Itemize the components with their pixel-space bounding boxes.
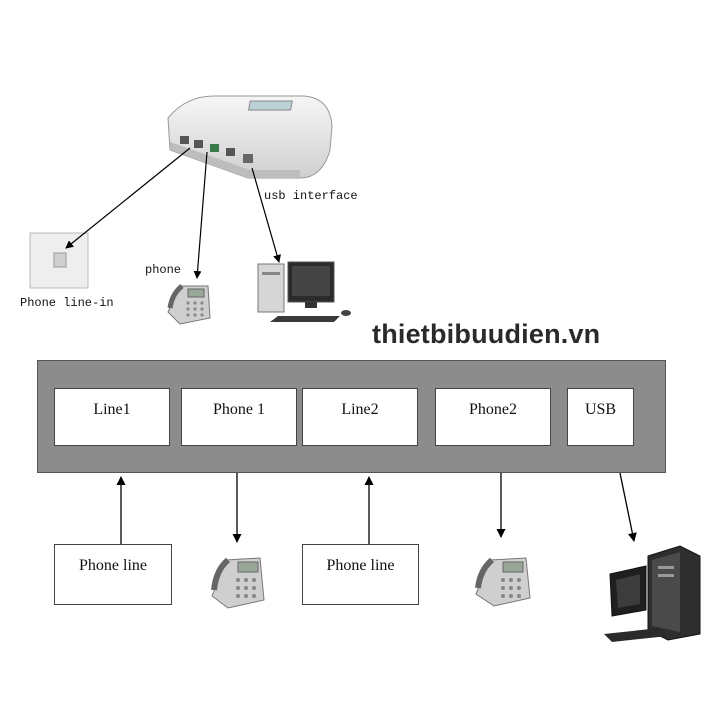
phone-line-box-1: Phone line [54, 544, 172, 605]
port-line1: Line1 [54, 388, 170, 446]
desk-phone-icon [475, 557, 531, 607]
arrow-phone [193, 151, 208, 279]
phone-line-box-2: Phone line [302, 544, 419, 605]
phone-line-in-label: Phone line-in [20, 296, 114, 310]
port-usb: USB [567, 388, 634, 446]
wall-socket-icon [29, 232, 89, 289]
arrow-usb-down [619, 472, 637, 542]
desktop-computer-icon [257, 261, 351, 322]
port-phone2: Phone2 [435, 388, 551, 446]
desktop-computer-icon [604, 545, 701, 642]
desk-phone-icon [211, 557, 265, 609]
arrow-computer [251, 167, 281, 263]
arrow-socket [65, 147, 191, 249]
watermark-text: thietbibuudien.vn [372, 319, 601, 349]
port-phone1: Phone 1 [181, 388, 297, 446]
port-line2: Line2 [302, 388, 418, 446]
recording-box-icon [167, 95, 333, 179]
usb-interface-label: usb interface [264, 189, 358, 203]
phone-label: phone [145, 263, 182, 277]
desk-phone-icon [167, 284, 211, 325]
